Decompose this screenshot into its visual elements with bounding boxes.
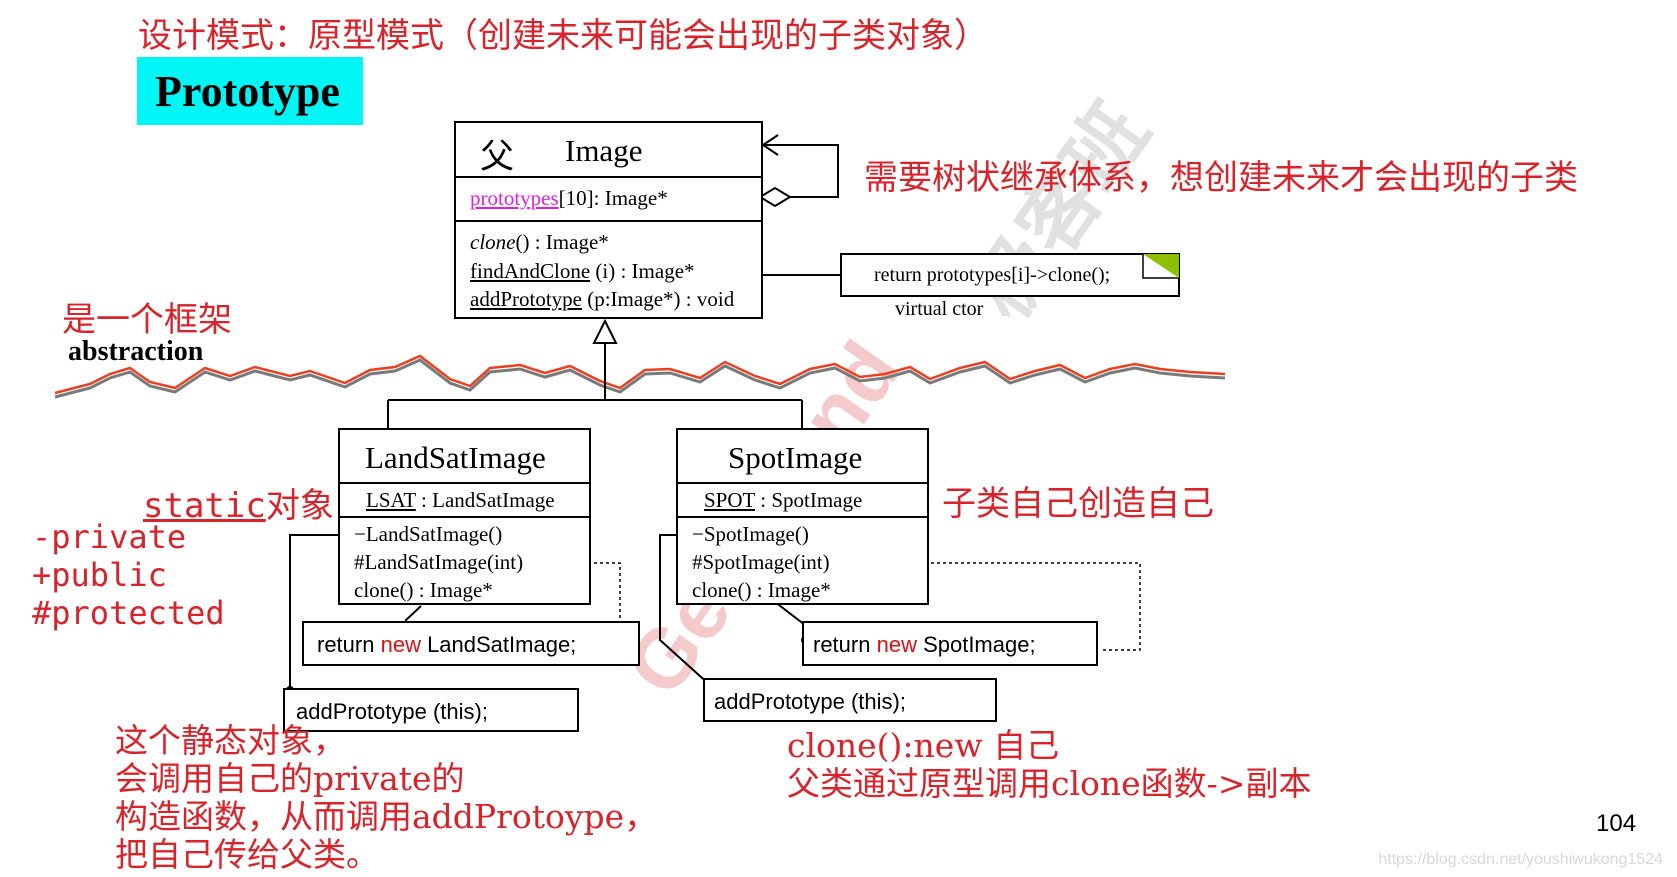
spot-add-line: addPrototype (this); [714,689,906,714]
method-add-name: addPrototype [470,287,582,311]
spot-return-code: return new SpotImage; [802,621,1098,666]
method-find-sig: (i) : Image* [590,259,695,283]
method-add-prototype: addPrototype (p:Image*) : void [470,287,734,312]
annotation-framework: 是一个框架 [62,300,232,340]
landsat-add-line: addPrototype (this); [296,699,488,724]
spot-divider [678,482,927,484]
annotation-tree-hierarchy: 需要树状继承体系，想创建未来才会出现的子类 [864,158,1578,198]
landsat-divider [340,482,589,484]
note-return-text: return prototypes[i]->clone(); [874,264,1111,286]
image-class-divider [456,220,761,222]
spot-return-line: return new SpotImage; [813,632,1036,658]
landsat-ctor-protected: #LandSatImage(int) [354,550,524,574]
abstraction-wave-shadow [54,358,1226,399]
static-keyword: static [143,486,266,526]
landsat-divider [340,516,589,518]
spot-attr-type: : SpotImage [754,488,863,512]
spot-divider [678,516,927,518]
landsat-attribute: LSAT : LandSatImage [354,488,555,513]
page-title: 设计模式：原型模式（创建未来可能会出现的子类对象） [138,16,988,56]
spot-add-code: addPrototype (this); [703,678,997,722]
landsat-new-keyword: new [380,632,421,657]
prototypes-attribute: prototypes[10]: Image* [470,186,668,211]
clone-explain-line: clone():new 自己 [787,726,1060,765]
landsat-return-type: LandSatImage; [420,632,577,657]
landsat-clone: clone() : Image* [354,578,493,602]
landsat-return-keyword: return [317,632,381,657]
landsat-add-code: addPrototype (this); [283,688,579,732]
note-box: return prototypes[i]->clone(); [840,253,1180,297]
image-class-box: 父 Image prototypes[10]: Image* clone() :… [454,121,763,319]
annotation-static-object: static对象 [143,478,334,527]
image-class-name: Image [565,133,643,168]
method-find-name: findAndClone [470,259,591,283]
prototypes-attr-type: [10]: Image* [558,186,668,210]
spot-return-type: SpotImage; [916,632,1036,657]
method-find-and-clone: findAndClone (i) : Image* [470,259,695,284]
static-explain-line: 这个静态对象， [115,721,346,760]
footer-url: https://blog.csdn.net/youshiwukong1524 [1378,851,1663,868]
virtual-ctor-label: virtual ctor [895,298,984,320]
spot-return-keyword: return [813,632,877,657]
landsat-attr-type: : LandSatImage [415,488,555,512]
abstraction-wave [54,354,1226,395]
landsat-class-name: LandSatImage [365,440,546,475]
parent-marker: 父 [480,139,514,176]
prototypes-attr-name: prototypes [470,186,559,210]
landsat-return-code: return new LandSatImage; [302,621,640,666]
spot-class-box: SpotImage SPOT : SpotImage −SpotImage() … [676,428,929,605]
legend-public: +public [32,556,167,594]
page-number: 104 [1596,810,1637,837]
method-clone: clone() : Image* [470,230,609,255]
landsat-class-box: LandSatImage LSAT : LandSatImage −LandSa… [338,428,591,605]
spot-clone: clone() : Image* [692,578,831,602]
landsat-ctor-private: −LandSatImage() [354,522,503,546]
image-class-divider [456,176,761,178]
prototype-highlight-box [137,57,363,125]
abstraction-label: abstraction [68,336,204,367]
prototype-label: Prototype [155,67,340,116]
spot-ctor-protected: #SpotImage(int) [692,550,830,574]
visibility-legend: -private +public #protected [32,518,225,632]
annotation-clone: clone():new 自己 父类通过原型调用clone函数->副本 [787,727,1312,803]
static-explain-line: 把自己传给父类。 [115,835,379,874]
static-object-cn: 对象 [265,486,334,526]
method-clone-sig: () : Image* [515,230,609,254]
aggregation-diamond [758,186,792,208]
inheritance-triangle [592,318,618,344]
annotation-self-create: 子类自己创造自己 [942,484,1214,524]
method-clone-name: clone [470,230,516,254]
method-add-sig: (p:Image*) : void [581,287,735,311]
spot-class-name: SpotImage [728,440,863,475]
note-corner-icon [1142,253,1180,279]
spot-ctor-private: −SpotImage() [692,522,809,546]
annotation-static-explain: 这个静态对象， 会调用自己的private的 构造函数，从而调用addProto… [115,722,657,874]
spot-attr-name: SPOT [704,488,755,512]
clone-explain-line: 父类通过原型调用clone函数->副本 [787,764,1312,803]
landsat-attr-name: LSAT [366,488,416,512]
legend-protected: #protected [32,594,225,632]
landsat-return-line: return new LandSatImage; [317,632,576,658]
legend-private: -private [32,518,187,556]
static-explain-line: 会调用自己的private的 [115,759,465,798]
spot-attribute: SPOT : SpotImage [692,488,862,513]
spot-new-keyword: new [876,632,917,657]
static-explain-line: 构造函数，从而调用addProtoype， [115,797,658,836]
